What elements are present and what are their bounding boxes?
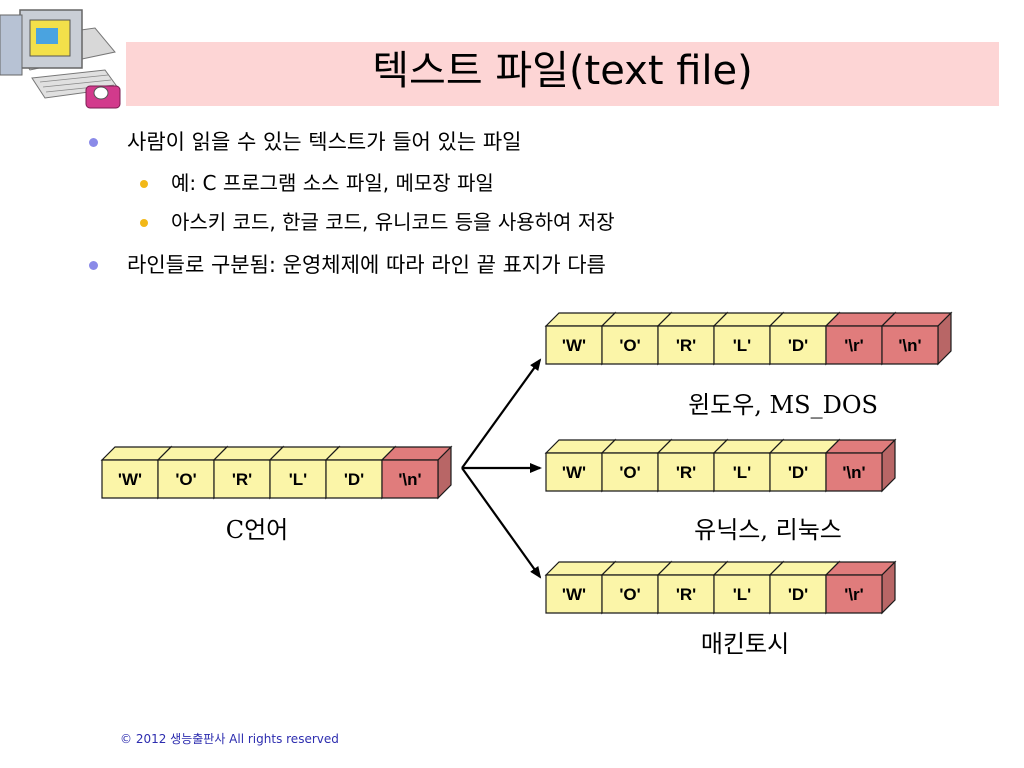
cell-label: 'R' — [676, 463, 696, 482]
cell-front-face — [825, 574, 883, 614]
unix-row: 'W' 'O' 'R' 'L' 'D' '\n' — [544, 438, 897, 493]
sub-bullet-dot-icon — [140, 180, 148, 188]
bullet-dot-icon — [89, 261, 98, 270]
bullet-item: 사람이 읽을 수 있는 텍스트가 들어 있는 파일 — [127, 130, 522, 154]
cell-groups: 'W' 'O' 'R' 'L' 'D' '\n' 'W' 'O' 'R' 'L' 'D' '\r' '\… — [100, 311, 953, 615]
caption-windows: 윈도우, MS_DOS — [688, 391, 878, 419]
cell-label: '\n' — [898, 336, 921, 355]
cell-label: 'R' — [232, 470, 252, 489]
cell-label: 'O' — [619, 585, 640, 604]
cell-label: 'R' — [676, 336, 696, 355]
copyright-footer: © 2012 생능출판사 All rights reserved — [120, 732, 339, 746]
cell-label: '\r' — [844, 585, 863, 604]
computer-logo-icon — [0, 9, 121, 109]
sub-bullet-item: 예: C 프로그램 소스 파일, 메모장 파일 — [171, 171, 494, 195]
cell-label: 'D' — [788, 463, 808, 482]
cell-front-face — [825, 452, 883, 492]
cell-label: 'O' — [175, 470, 196, 489]
cell-label: 'L' — [289, 470, 307, 489]
cell-label: '\r' — [844, 336, 863, 355]
control-char-cell: '\n' — [380, 445, 453, 500]
arrow-to-windows — [461, 358, 542, 469]
cell-label: 'L' — [733, 585, 751, 604]
char-cell: 'L' — [712, 311, 785, 366]
cell-label: 'W' — [562, 585, 586, 604]
arrow-to-mac — [461, 467, 542, 579]
sub-bullet-dot-icon — [140, 219, 148, 227]
cell-label: 'L' — [733, 463, 751, 482]
cell-label: 'D' — [788, 585, 808, 604]
control-char-cell: '\n' — [880, 311, 953, 366]
title-band — [126, 42, 999, 106]
cell-label: 'W' — [118, 470, 142, 489]
mac-row: 'W' 'O' 'R' 'L' 'D' '\r' — [544, 560, 897, 615]
windows-row: 'W' 'O' 'R' 'L' 'D' '\r' '\n' — [544, 311, 953, 366]
cell-label: 'R' — [676, 585, 696, 604]
cell-label: 'O' — [619, 336, 640, 355]
bullet-dot-icon — [89, 138, 98, 147]
cell-label: '\n' — [398, 470, 421, 489]
cell-label: '\n' — [842, 463, 865, 482]
source-row: 'W' 'O' 'R' 'L' 'D' '\n' — [100, 445, 453, 500]
control-char-cell: '\r' — [824, 560, 897, 615]
caption-mac: 매킨토시 — [700, 630, 790, 658]
cell-label: 'D' — [788, 336, 808, 355]
caption-c-language: C언어 — [225, 516, 289, 544]
cell-label: 'W' — [562, 336, 586, 355]
cell-label: 'W' — [562, 463, 586, 482]
bullet-item: 라인들로 구분됨: 운영체제에 따라 라인 끝 표지가 다름 — [127, 253, 606, 277]
arrows — [461, 358, 542, 579]
cell-label: 'D' — [344, 470, 364, 489]
cell-label: 'L' — [733, 336, 751, 355]
slide-title: 텍스트 파일(text file) — [372, 48, 753, 94]
caption-unix: 유닉스, 리눅스 — [694, 516, 842, 544]
cell-front-face — [881, 325, 939, 365]
cell-label: 'O' — [619, 463, 640, 482]
control-char-cell: '\n' — [824, 438, 897, 493]
sub-bullet-item: 아스키 코드, 한글 코드, 유니코드 등을 사용하여 저장 — [171, 210, 615, 234]
cell-front-face — [381, 459, 439, 499]
